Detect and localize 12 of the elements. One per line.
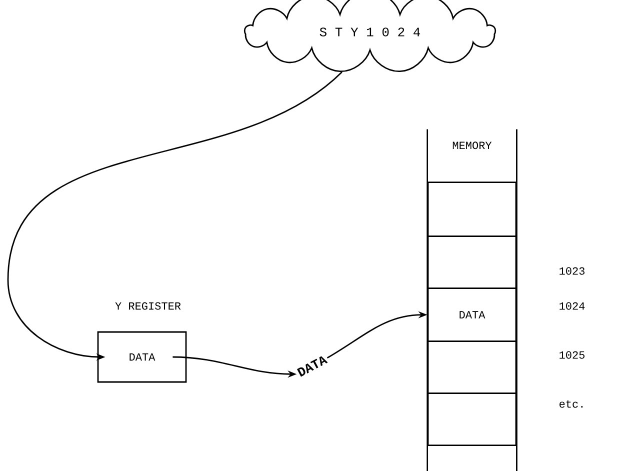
address-label: etc. [560, 400, 583, 408]
memory-cell [427, 340, 517, 394]
data-label: DATA [297, 356, 328, 377]
memory-cell: DATA [427, 288, 517, 342]
address-label: 1023 [560, 267, 584, 275]
register-box: DATA [97, 331, 187, 383]
register-label: Y REGISTER [115, 302, 181, 310]
memory-cell [427, 182, 517, 237]
memory-cell [427, 392, 517, 446]
memory-cell [427, 236, 517, 289]
address-label: 1025 [560, 351, 584, 359]
address-label: 1024 [560, 302, 585, 310]
